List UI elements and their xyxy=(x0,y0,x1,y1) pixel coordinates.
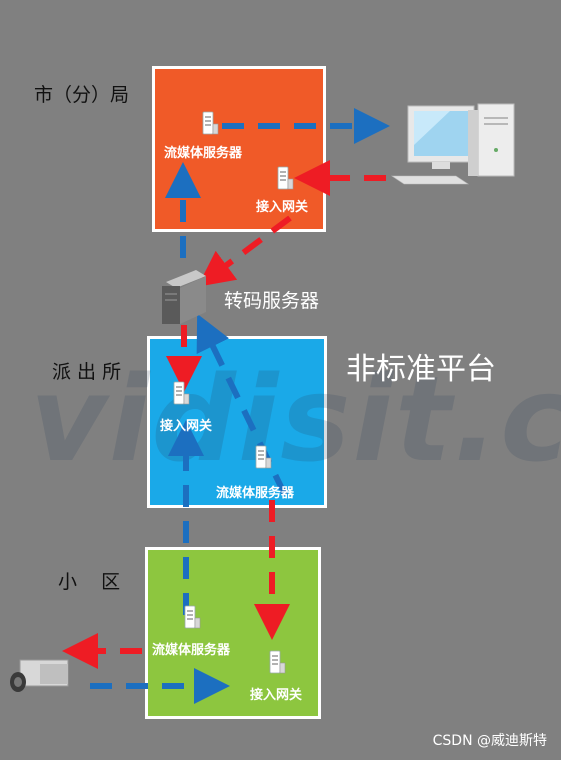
transcoder-server-label: 转码服务器 xyxy=(224,290,320,312)
desktop-computer-icon xyxy=(391,103,515,185)
community-access-gateway-label: 接入网关 xyxy=(250,688,303,703)
community-zone-label: 小 区 xyxy=(58,571,121,593)
transcoder-server-icon xyxy=(162,270,206,324)
non-standard-platform-label: 非标准平台 xyxy=(346,352,496,387)
server-icon xyxy=(277,166,294,190)
station-zone-label: 派 出 所 xyxy=(52,361,122,383)
city-media-server-label: 流媒体服务器 xyxy=(164,146,243,161)
server-icon xyxy=(173,381,190,405)
station-access-gateway-label: 接入网关 xyxy=(160,419,213,434)
city-zone-label: 市（分）局 xyxy=(34,84,130,106)
station-media-to-transcoder-arrow xyxy=(196,313,288,497)
server-icon xyxy=(202,111,219,135)
city-access-gateway-label: 接入网关 xyxy=(256,200,309,215)
server-icon xyxy=(269,650,286,674)
community-media-server-label: 流媒体服务器 xyxy=(152,643,231,658)
server-icon xyxy=(184,605,201,629)
city-gateway-to-transcoder-arrow xyxy=(197,215,292,287)
ip-camera-icon xyxy=(10,659,69,692)
footer-credit: CSDN @威迪斯特 xyxy=(432,733,547,749)
community-zone-box xyxy=(145,547,321,719)
station-media-server-label: 流媒体服务器 xyxy=(216,486,295,501)
